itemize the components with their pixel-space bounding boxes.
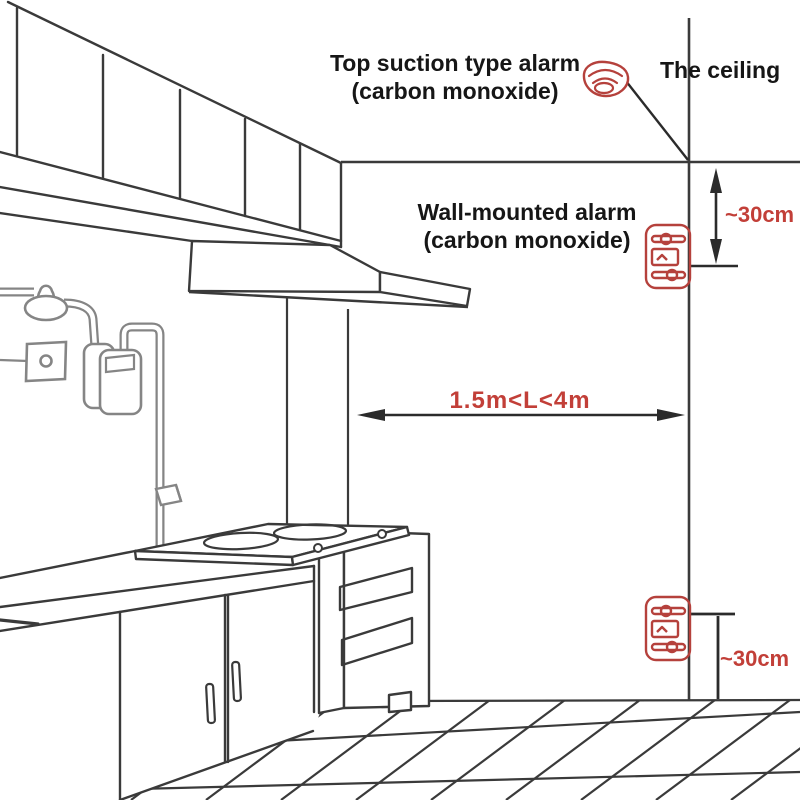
wall-alarm-label-line1: Wall-mounted alarm xyxy=(417,199,637,225)
stove-knob xyxy=(313,543,323,553)
wall-switch-box xyxy=(0,340,68,383)
gas-meter-icon xyxy=(82,342,143,416)
range-hood xyxy=(187,239,472,309)
upper-cabinets xyxy=(0,0,343,249)
vertical-dimension-arrow-top xyxy=(689,168,738,268)
door-handles xyxy=(205,660,242,725)
room-lines xyxy=(341,18,800,700)
ceiling-label: The ceiling xyxy=(660,57,781,83)
gas-pipes-and-meter xyxy=(0,284,183,546)
drawer-front xyxy=(338,566,414,612)
stove xyxy=(133,522,411,567)
unit-base xyxy=(387,690,413,714)
drawer-unit xyxy=(317,529,431,715)
distance-range-label: 1.5m<L<4m xyxy=(449,387,591,414)
drawer-front xyxy=(340,616,414,667)
horizontal-dimension-arrow xyxy=(357,409,685,421)
burner xyxy=(272,523,348,541)
stove-knob xyxy=(377,529,387,539)
gas-pipe-runs xyxy=(0,287,165,546)
wall-alarm-label-line2: (carbon monoxide) xyxy=(423,227,631,254)
hood-duct xyxy=(285,297,350,527)
wall-alarm-lower-icon xyxy=(644,595,692,662)
wall-alarm-label: Wall-mounted alarm (carbon monoxide) xyxy=(402,198,652,254)
ceiling-alarm-icon xyxy=(582,60,630,98)
clearance-bottom-label: ~30cm xyxy=(720,646,790,671)
wall-alarm-upper-icon xyxy=(644,223,692,290)
alarm-pointer-line xyxy=(621,75,689,161)
burner xyxy=(202,531,280,551)
base-cabinets xyxy=(0,549,319,800)
vertical-dimension-line-bottom xyxy=(689,612,735,699)
pipe-bracket xyxy=(154,483,183,507)
hood-bottom-lip xyxy=(188,290,469,309)
top-alarm-label-line1: Top suction type alarm xyxy=(329,50,581,76)
top-alarm-label-line2: (carbon monoxide) xyxy=(351,78,559,105)
clearance-top-label: ~30cm xyxy=(725,202,795,227)
top-alarm-label: Top suction type alarm (carbon monoxide) xyxy=(305,49,605,105)
gas-valve-icon xyxy=(23,284,69,322)
floor-wall-line xyxy=(392,698,800,703)
